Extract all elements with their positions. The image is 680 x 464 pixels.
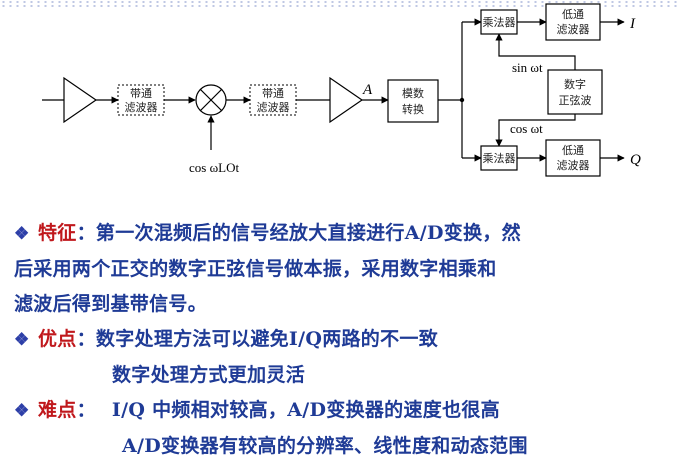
amplifier-1 bbox=[63, 76, 98, 124]
bpf2-line2: 滤波器 bbox=[257, 101, 290, 114]
lo-label: cos ωLOt bbox=[189, 160, 239, 175]
bullet-advantages: ❖优点：数字处理方法可以避免I/Q两路的不一致 bbox=[14, 322, 678, 358]
lpf-bottom-line2: 滤波器 bbox=[557, 159, 590, 172]
digital-sine-generator: 数字 正弦波 bbox=[547, 69, 603, 115]
adc-block: 模数 转换 bbox=[387, 79, 439, 123]
amplifier-2 bbox=[329, 76, 364, 124]
features-keyword: 特征 bbox=[38, 222, 77, 244]
diamond-bullet-icon: ❖ bbox=[14, 401, 30, 421]
lpf-bottom-line1: 低通 bbox=[562, 144, 584, 157]
output-i-label: I bbox=[629, 16, 636, 32]
multiplier-top: 乘法器 bbox=[480, 9, 518, 35]
advantages-keyword: 优点 bbox=[38, 328, 77, 350]
output-q-label: Q bbox=[630, 152, 641, 168]
bpf1-line2: 滤波器 bbox=[125, 101, 158, 114]
receiver-block-diagram: 带通 滤波器 cos ωLOt 带通 滤波器 A 模数 转换 乘法器 低通 滤波… bbox=[42, 3, 641, 177]
advantages-line-2: 数字处理方式更加灵活 bbox=[112, 364, 306, 386]
advantages-line-1: 数字处理方法可以避免I/Q两路的不一致 bbox=[95, 328, 439, 350]
point-a-label: A bbox=[362, 82, 373, 98]
nco-line1: 数字 bbox=[564, 77, 586, 91]
lowpass-filter-top: 低通 滤波器 bbox=[545, 3, 601, 41]
diamond-bullet-icon: ❖ bbox=[14, 224, 30, 244]
diamond-bullet-icon: ❖ bbox=[14, 330, 30, 350]
multiplier-bottom: 乘法器 bbox=[480, 145, 518, 171]
sin-label: sin ωt bbox=[512, 60, 543, 75]
features-line-3: 滤波后得到基带信号。 bbox=[14, 293, 208, 315]
lpf-top-line1: 低通 bbox=[562, 8, 584, 21]
bpf2-line1: 带通 bbox=[262, 87, 284, 100]
bullet-difficulties: ❖难点：I/Q 中频相对较高，A/D变换器的速度也很高 bbox=[14, 393, 678, 429]
lowpass-filter-bottom: 低通 滤波器 bbox=[545, 139, 601, 177]
features-line-2: 后采用两个正交的数字正弦信号做本振，采用数字相乘和 bbox=[14, 258, 497, 280]
top-decorative-band bbox=[0, 0, 680, 8]
difficulties-line-1: I/Q 中频相对较高，A/D变换器的速度也很高 bbox=[111, 399, 500, 421]
lpf-top-line2: 滤波器 bbox=[557, 23, 590, 36]
bandpass-filter-1: 带通 滤波器 bbox=[117, 84, 165, 116]
adc-line1: 模数 bbox=[402, 87, 424, 100]
difficulties-line-2: A/D变换器有较高的分辨率、线性度和动态范围 bbox=[122, 435, 528, 457]
bpf1-line1: 带通 bbox=[130, 87, 152, 100]
features-line-1: 第一次混频后的信号经放大直接进行A/D变换，然 bbox=[95, 222, 521, 244]
difficulties-keyword: 难点 bbox=[38, 399, 77, 421]
mixer-circle bbox=[195, 84, 227, 116]
bandpass-filter-2: 带通 滤波器 bbox=[249, 84, 297, 116]
multiplier-bottom-label: 乘法器 bbox=[483, 151, 516, 165]
bullet-features: ❖特征：第一次混频后的信号经放大直接进行A/D变换，然 bbox=[14, 216, 678, 252]
slide-text: ❖特征：第一次混频后的信号经放大直接进行A/D变换，然 后采用两个正交的数字正弦… bbox=[14, 216, 678, 464]
multiplier-top-label: 乘法器 bbox=[483, 15, 516, 29]
adc-line2: 转换 bbox=[402, 102, 424, 116]
nco-line2: 正弦波 bbox=[559, 93, 592, 107]
cos-label: cos ωt bbox=[510, 121, 543, 136]
